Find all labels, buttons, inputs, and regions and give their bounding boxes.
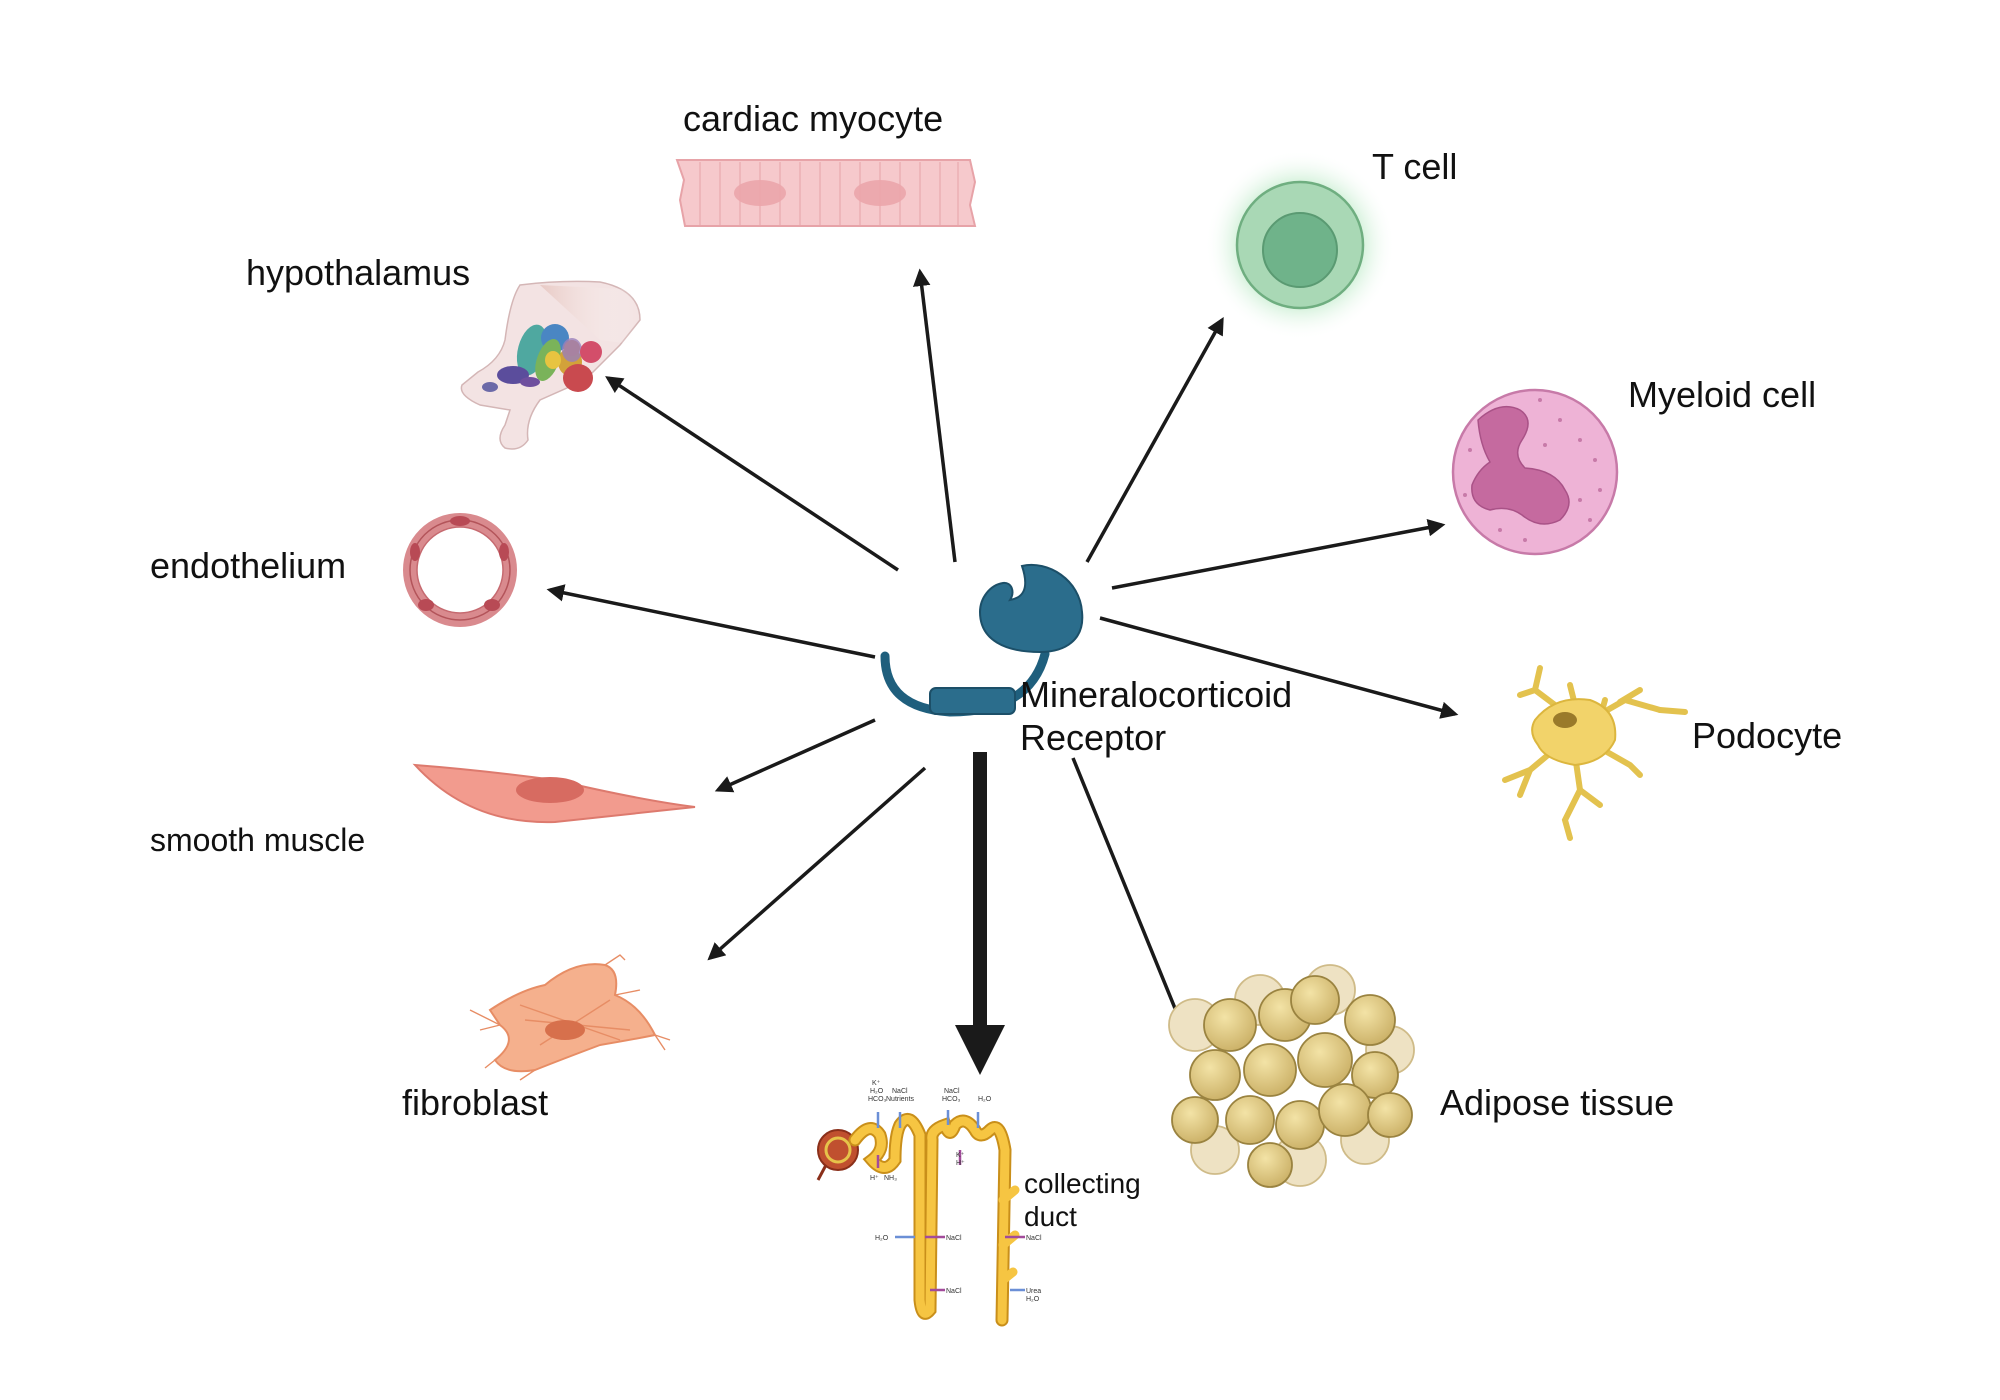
nephron-label-4: Nutrients: [886, 1096, 915, 1103]
adipose-tissue-illustration: [1168, 964, 1415, 1188]
nephron-illustration: K⁺ H₂O HCO₃ NaCl Nutrients H₂O H⁺ NH₃ Na…: [816, 1080, 1042, 1327]
arrow-to-hypothalamus: [605, 376, 899, 572]
arrow-to-cardiac-myocyte: [912, 268, 957, 563]
label-smooth-muscle: smooth muscle: [150, 822, 366, 858]
arrow-to-t-cell: [1085, 316, 1224, 563]
nephron-label-15: NaCl: [1026, 1235, 1042, 1242]
label-collecting-duct-line1: collecting: [1024, 1168, 1141, 1199]
nephron-label-13: H₂O: [875, 1235, 889, 1242]
arrow-to-podocyte: [1099, 616, 1459, 719]
arrow-to-myeloid-cell: [1111, 519, 1446, 590]
nephron-label-7: H⁺: [870, 1175, 879, 1182]
podocyte-body: [1531, 698, 1617, 767]
nephron-label-11: K⁺: [956, 1152, 965, 1159]
podocyte-nucleus: [1553, 712, 1577, 728]
nephron-label-14: NaCl: [946, 1235, 962, 1242]
nephron-label-9: NaCl: [944, 1088, 960, 1095]
t-cell-illustration: [1205, 150, 1395, 340]
nephron-label-8: NH₃: [884, 1175, 897, 1182]
nephron-label-2: HCO₃: [868, 1096, 887, 1103]
endothelium-illustration: [403, 513, 517, 627]
cardiac-myocyte-illustration: [675, 159, 977, 227]
nephron-label-12: H⁺: [956, 1160, 965, 1167]
nephron-label-16: NaCl: [946, 1288, 962, 1295]
arrow-to-collecting-duct: [955, 752, 1005, 1075]
nephron-label-10: HCO₃: [942, 1096, 961, 1103]
myeloid-cell-illustration: [1451, 388, 1619, 556]
nephron-label-0: K⁺: [872, 1080, 881, 1087]
arrow-to-smooth-muscle: [714, 718, 876, 793]
arrows: [546, 268, 1459, 1032]
label-cardiac-myocyte: cardiac myocyte: [683, 98, 944, 139]
arrow-to-fibroblast: [707, 766, 927, 961]
label-t-cell: T cell: [1372, 146, 1458, 187]
label-myeloid-cell: Myeloid cell: [1628, 374, 1817, 415]
receptor-label-line1: Mineralocorticoid: [1020, 674, 1292, 715]
label-adipose-tissue: Adipose tissue: [1440, 1082, 1675, 1123]
arrow-to-adipose-tissue: [1071, 757, 1186, 1032]
smooth-muscle-illustration: [412, 763, 696, 824]
receptor-label-line2: Receptor: [1020, 717, 1166, 758]
label-hypothalamus: hypothalamus: [246, 252, 471, 293]
fibroblast-illustration: [469, 954, 671, 1081]
nephron-label-18: H₂O: [1026, 1296, 1040, 1303]
hypothalamus-illustration: [460, 280, 641, 450]
nephron-label-5: H₂O: [978, 1096, 992, 1103]
arrow-to-endothelium: [546, 584, 876, 659]
label-fibroblast: fibroblast: [402, 1082, 549, 1123]
nephron-label-1: H₂O: [870, 1088, 884, 1095]
label-podocyte: Podocyte: [1692, 715, 1843, 756]
label-endothelium: endothelium: [150, 545, 347, 586]
nephron-label-3: NaCl: [892, 1088, 908, 1095]
mineralocorticoid-receptor-icon: [880, 563, 1084, 717]
label-collecting-duct-line2: duct: [1024, 1201, 1077, 1232]
nephron-label-17: Urea: [1026, 1288, 1041, 1295]
